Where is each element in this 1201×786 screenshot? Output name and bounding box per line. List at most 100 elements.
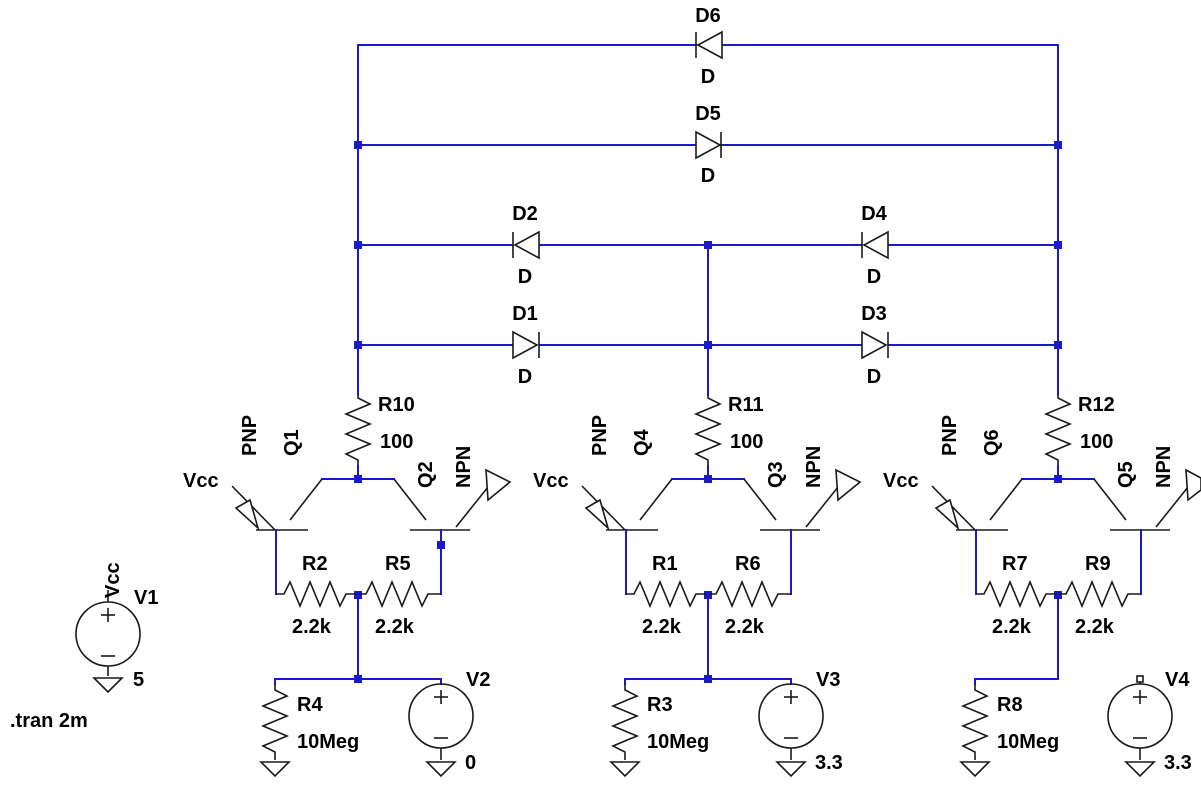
resistor-R8-name: R8 [997, 694, 1023, 716]
transistor-Q6-name: Q6 [981, 429, 1003, 456]
resistor-R6-name: R6 [735, 553, 761, 575]
diode-D2[interactable]: D2 D [512, 203, 540, 288]
vcc-label: Vcc [533, 470, 569, 492]
diode-D2-value: D [518, 266, 532, 288]
ground-icon [259, 761, 291, 778]
diode-D4[interactable]: D4 D [861, 203, 889, 288]
diode-D6-name: D6 [695, 5, 721, 27]
resistor-R4-name: R4 [297, 694, 323, 716]
stage-1: R10 100 PNP Q1 Vcc Q2 NPN [183, 389, 512, 778]
diode-D6-value: D [701, 66, 715, 88]
ground-icon [1124, 761, 1156, 778]
ground-icon [775, 761, 807, 778]
resistor-R12[interactable]: R12 100 [1043, 389, 1115, 480]
diode-D1-name: D1 [512, 303, 538, 325]
diode-D1[interactable]: D1 D [512, 303, 540, 388]
resistor-R2[interactable]: R2 2.2k [276, 553, 358, 638]
diode-D1-value: D [518, 366, 532, 388]
vcc-label: Vcc [883, 470, 919, 492]
transistor-Q1[interactable]: PNP Q1 [231, 415, 323, 595]
resistor-R12-name: R12 [1078, 394, 1115, 416]
diode-network-wires [357, 44, 1059, 391]
resistor-R7[interactable]: R7 2.2k [976, 553, 1058, 638]
diode-D2-name: D2 [512, 203, 538, 225]
source-V1-value: 5 [133, 669, 144, 691]
diode-D6[interactable]: D6 D [695, 5, 723, 88]
transistor-Q4-model: PNP [589, 415, 611, 456]
transistor-Q5[interactable]: Q5 NPN [1093, 446, 1201, 595]
resistor-R12-value: 100 [1080, 431, 1113, 453]
resistor-R11[interactable]: R11 100 [693, 389, 764, 480]
diode-D5[interactable]: D5 D [695, 103, 722, 187]
source-V4-name: V4 [1165, 669, 1190, 691]
transistor-Q2[interactable]: Q2 NPN [393, 446, 512, 595]
resistor-R9[interactable]: R9 2.2k [1058, 553, 1141, 638]
ground-icon [609, 761, 641, 778]
resistor-R2-name: R2 [302, 553, 328, 575]
resistor-R11-value: 100 [730, 431, 763, 453]
resistor-R7-value: 2.2k [992, 616, 1032, 638]
vcc-label: Vcc [183, 470, 219, 492]
resistor-R8[interactable]: R8 10Meg [960, 678, 1059, 760]
resistor-R9-value: 2.2k [1075, 616, 1115, 638]
source-V3-name: V3 [816, 669, 840, 691]
net-label-vcc-2: Vcc [533, 470, 569, 492]
transistor-Q5-name: Q5 [1115, 461, 1137, 488]
source-V2-name: V2 [466, 669, 490, 691]
resistor-R10[interactable]: R10 100 [343, 389, 415, 480]
source-V1[interactable]: Vcc V1 5 [75, 562, 158, 691]
resistor-R3-value: 10Meg [647, 731, 709, 753]
source-V1-name: V1 [134, 587, 158, 609]
diode-D3-value: D [867, 366, 881, 388]
transistor-Q5-model: NPN [1153, 446, 1175, 488]
stage-2: R11 100 PNP Q4 Vcc Q3 NPN R1 2 [533, 389, 862, 778]
transistor-Q2-model: NPN [453, 446, 475, 488]
resistor-R5-value: 2.2k [375, 616, 415, 638]
diode-D3[interactable]: D3 D [861, 303, 889, 388]
source-V2[interactable]: V2 0 [408, 669, 490, 774]
transistor-Q3-name: Q3 [765, 461, 787, 488]
net-label-vcc-1: Vcc [183, 470, 219, 492]
source-V3-value: 3.3 [815, 752, 843, 774]
ground-icon [425, 761, 457, 778]
resistor-R11-name: R11 [728, 394, 764, 416]
ground-icon [959, 761, 991, 778]
transistor-Q6-model: PNP [939, 415, 961, 456]
resistor-R5-name: R5 [385, 553, 411, 575]
transistor-Q3-model: NPN [803, 446, 825, 488]
resistor-R1[interactable]: R1 2.2k [626, 553, 708, 638]
resistor-R1-name: R1 [652, 553, 678, 575]
diode-D3-name: D3 [861, 303, 887, 325]
diode-D4-name: D4 [861, 203, 887, 225]
transistor-Q4[interactable]: PNP Q4 [581, 415, 673, 595]
source-V4[interactable]: V4 3.3 [1107, 669, 1192, 774]
transistor-Q1-name: Q1 [281, 429, 303, 456]
source-V1-net: Vcc [102, 562, 124, 598]
resistor-R6-value: 2.2k [725, 616, 765, 638]
source-V2-value: 0 [465, 752, 476, 774]
resistor-R3-name: R3 [647, 694, 673, 716]
resistor-R10-value: 100 [380, 431, 413, 453]
source-V4-value: 3.3 [1164, 752, 1192, 774]
resistor-R1-value: 2.2k [642, 616, 682, 638]
diode-D5-value: D [701, 165, 715, 187]
ground-icon [92, 677, 124, 694]
transistor-Q6[interactable]: PNP Q6 [931, 415, 1023, 595]
transistor-Q4-name: Q4 [631, 428, 653, 456]
resistor-R5[interactable]: R5 2.2k [358, 553, 441, 638]
resistor-R4-value: 10Meg [297, 731, 359, 753]
resistor-R4[interactable]: R4 10Meg [260, 678, 359, 760]
resistor-R10-name: R10 [378, 394, 415, 416]
source-V3[interactable]: V3 3.3 [758, 669, 843, 774]
resistor-R6[interactable]: R6 2.2k [708, 553, 791, 638]
stage-3: R12 100 PNP Q6 Vcc Q5 NPN R7 2 [883, 389, 1201, 778]
transistor-Q3[interactable]: Q3 NPN [743, 446, 862, 595]
resistor-R8-value: 10Meg [997, 731, 1059, 753]
resistor-R7-name: R7 [1002, 553, 1028, 575]
resistor-R3[interactable]: R3 10Meg [610, 678, 709, 760]
resistor-R2-value: 2.2k [292, 616, 332, 638]
net-label-vcc-3: Vcc [883, 470, 919, 492]
resistor-R9-name: R9 [1085, 553, 1111, 575]
spice-directive[interactable]: .tran 2m [10, 710, 88, 732]
